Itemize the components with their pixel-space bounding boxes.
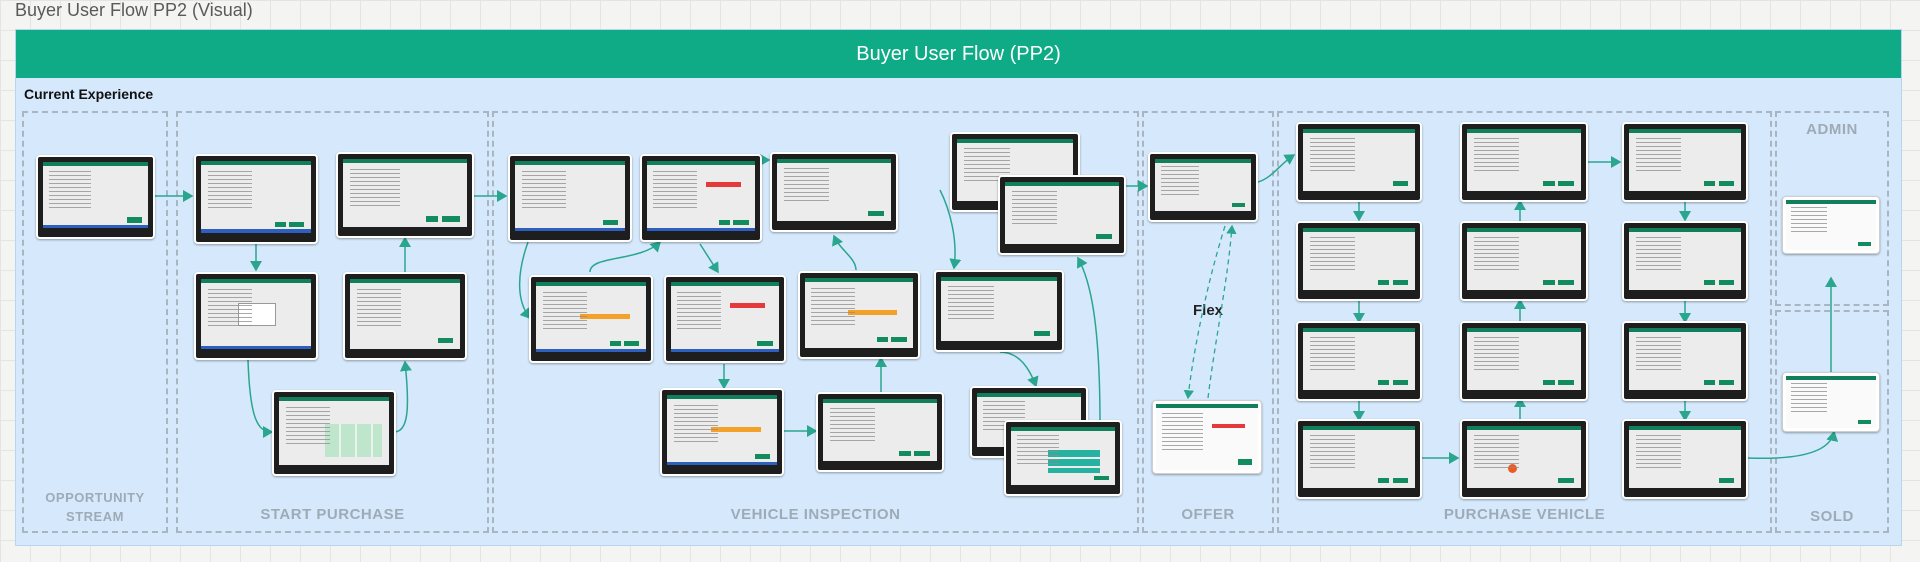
frame-subtitle: Current Experience xyxy=(24,86,154,102)
section-purchase-vehicle: PURCHASE VEHICLE xyxy=(1277,111,1772,533)
screen-condition-summary[interactable] xyxy=(798,271,920,359)
connector-9 xyxy=(699,243,719,274)
screen-offer-flex[interactable] xyxy=(1152,400,1262,474)
section-vehicle-inspection: VEHICLE INSPECTION xyxy=(492,111,1139,533)
screen-payment-details[interactable] xyxy=(1460,221,1588,301)
screen-inspection-report[interactable] xyxy=(934,270,1064,352)
connector-8 xyxy=(589,240,662,273)
screen-condition-options[interactable] xyxy=(1004,420,1122,496)
screen-inspection-notes[interactable] xyxy=(770,152,898,232)
screen-purchase-step-1[interactable] xyxy=(1296,122,1422,202)
screen-sold-confirmation[interactable] xyxy=(1782,372,1880,432)
screen-final-details[interactable] xyxy=(1622,122,1748,202)
screen-vehicle-details[interactable] xyxy=(336,152,474,238)
section-sold: SOLD xyxy=(1775,310,1889,533)
screen-purchase-step-4[interactable] xyxy=(1296,419,1422,499)
screen-purchase-step-3[interactable] xyxy=(1296,321,1422,401)
screen-inspection-start[interactable] xyxy=(508,154,632,242)
screen-inspection-checklist[interactable] xyxy=(343,272,467,360)
section-label-vehicle-inspection: VEHICLE INSPECTION xyxy=(730,506,901,523)
section-label-start-purchase: START PURCHASE xyxy=(260,506,405,523)
screen-keypad-entry[interactable] xyxy=(272,390,396,476)
connector-16 xyxy=(999,351,1039,388)
section-label-sold: SOLD xyxy=(1810,508,1854,525)
screen-purchase-complete[interactable] xyxy=(1622,419,1748,499)
screen-payment-review[interactable] xyxy=(1460,321,1588,401)
flex-connector-down xyxy=(1183,225,1226,400)
screen-payment-method[interactable] xyxy=(1460,122,1588,202)
flex-connector-up xyxy=(1207,224,1237,399)
section-label-opportunity: OPPORTUNITY STREAM xyxy=(45,490,145,524)
section-opportunity-stream: OPPORTUNITY STREAM xyxy=(22,111,168,533)
section-start-purchase: START PURCHASE xyxy=(176,111,489,533)
screen-mileage-check[interactable] xyxy=(660,388,784,476)
screen-purchase-modal[interactable] xyxy=(194,272,318,360)
screen-offer-list[interactable] xyxy=(1148,152,1258,222)
screen-final-inspection[interactable] xyxy=(816,392,944,472)
connector-15 xyxy=(939,189,962,270)
screen-condition-review[interactable] xyxy=(529,275,653,363)
section-label-admin: ADMIN xyxy=(1806,121,1858,138)
connector-4 xyxy=(393,360,412,433)
connector-17 xyxy=(1077,256,1101,425)
board-title: Buyer User Flow PP2 (Visual) xyxy=(15,0,253,20)
screen-inspection-warning[interactable] xyxy=(640,154,762,242)
frame-header: Buyer User Flow (PP2) xyxy=(16,30,1901,78)
section-offer: OFFER xyxy=(1142,111,1274,533)
screen-opportunity-list[interactable] xyxy=(36,155,155,239)
screen-signature-capture[interactable] xyxy=(998,175,1126,255)
frame-title: Buyer User Flow (PP2) xyxy=(856,42,1061,65)
flex-label: Flex xyxy=(1193,302,1224,319)
section-label-offer: OFFER xyxy=(1181,506,1235,523)
connector-13 xyxy=(832,234,857,271)
connector-19 xyxy=(1257,154,1296,183)
section-admin: ADMIN xyxy=(1775,111,1889,306)
screen-admin-panel[interactable] xyxy=(1782,196,1880,254)
screen-purchase-step-2[interactable] xyxy=(1296,221,1422,301)
connector-7 xyxy=(518,241,531,320)
screen-final-options[interactable] xyxy=(1622,221,1748,301)
connector-31 xyxy=(1747,430,1839,460)
screen-start-purchase-form[interactable] xyxy=(194,154,318,244)
screen-payment-processing[interactable] xyxy=(1460,419,1588,499)
screen-outstanding-payment[interactable] xyxy=(1622,321,1748,401)
connector-3 xyxy=(247,359,274,438)
section-label-purchase-vehicle: PURCHASE VEHICLE xyxy=(1443,506,1606,523)
screen-damage-report[interactable] xyxy=(664,275,786,363)
